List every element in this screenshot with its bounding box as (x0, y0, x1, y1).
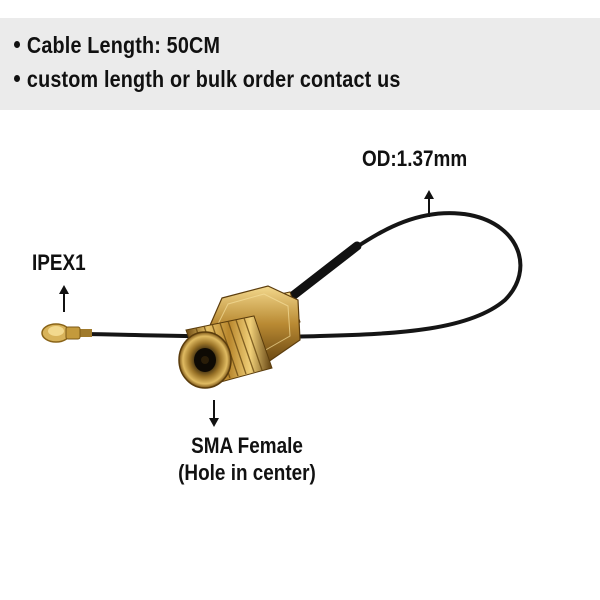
sma-label-line1: SMA Female (191, 433, 303, 458)
bullet-dot-icon (14, 41, 21, 49)
od-label: OD:1.37mm (362, 146, 468, 171)
sma-arrow-icon (209, 400, 219, 427)
info-banner (0, 18, 600, 110)
ipex-label: IPEX1 (32, 250, 86, 275)
coax-cable (86, 211, 523, 339)
sma-label: SMA Female (Hole in center) (165, 432, 328, 486)
bullet-dot-icon (14, 75, 21, 83)
ipex-arrow-icon (59, 285, 69, 312)
banner-text-2: custom length or bulk order contact us (26, 66, 401, 92)
banner-text-1: Cable Length: 50CM (26, 32, 221, 58)
sma-female-connector (178, 285, 301, 389)
banner-line-cable-length: Cable Length: 50CM (14, 32, 220, 59)
sma-label-line2: (Hole in center) (178, 460, 316, 485)
ipex-connector (41, 323, 92, 343)
strain-relief (285, 241, 362, 303)
banner-line-custom-order: custom length or bulk order contact us (14, 66, 401, 93)
